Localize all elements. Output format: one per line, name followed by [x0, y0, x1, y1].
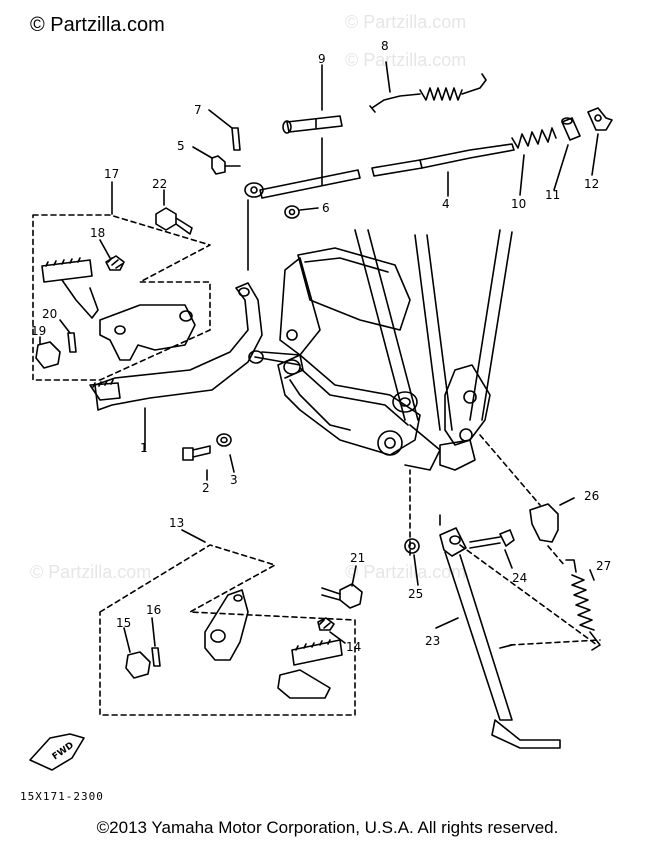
- callout-4: 4: [442, 197, 450, 211]
- fwd-arrow-icon: [29, 733, 85, 771]
- callout-10: 10: [511, 197, 526, 211]
- part-1-footrest-bar: [89, 282, 304, 451]
- left-footpeg: [41, 257, 196, 361]
- part-11-collar: [553, 117, 581, 191]
- callout-22: 22: [152, 177, 167, 191]
- callout-8: 8: [381, 39, 389, 53]
- callout-1: 1: [140, 441, 148, 455]
- callout-25: 25: [408, 587, 423, 601]
- part-27-spring: [565, 559, 601, 651]
- faint-watermark: © Partzilla.com: [345, 12, 466, 32]
- part-24-bolt: [469, 529, 515, 569]
- copyright-notice: ©2013 Yamaha Motor Corporation, U.S.A. A…: [96, 818, 559, 837]
- callout-20: 20: [42, 307, 57, 321]
- callout-21: 21: [350, 551, 365, 565]
- callout-numbers: 1 2 3 4 5 6 7 8 9 10 11 12 13 14 15 16 1…: [31, 39, 611, 654]
- callout-17: 17: [104, 167, 119, 181]
- group-17-bracket: [32, 181, 211, 381]
- part-14-clip: [317, 617, 346, 644]
- partzilla-watermark: © Partzilla.com: [30, 14, 165, 36]
- part-10-spring: [511, 127, 557, 196]
- part-12-cap: [587, 107, 613, 176]
- callout-9: 9: [318, 52, 326, 66]
- part-18-clip: [99, 239, 125, 271]
- part-21-bolt: [321, 565, 363, 609]
- callout-15: 15: [116, 616, 131, 630]
- right-footpeg: [204, 589, 343, 699]
- callout-13: 13: [169, 516, 184, 530]
- callout-16: 16: [146, 603, 161, 617]
- callout-19: 19: [31, 324, 46, 338]
- part-4-rod: [371, 143, 515, 197]
- part-23-side-stand: [435, 514, 561, 749]
- callout-14: 14: [346, 640, 361, 654]
- callout-12: 12: [584, 177, 599, 191]
- group-13-bracket: [99, 529, 356, 716]
- diagram-part-code: 15X171-2300: [20, 790, 104, 803]
- part-20-pin: [59, 319, 77, 353]
- part-15-pin: [123, 627, 151, 679]
- callout-27: 27: [596, 559, 611, 573]
- callout-26: 26: [584, 489, 599, 503]
- part-6-washer: [284, 205, 319, 219]
- callout-2: 2: [202, 481, 210, 495]
- part-22-bolt: [155, 189, 193, 235]
- part-25-nut: [404, 538, 420, 586]
- connection-lines: [409, 434, 601, 646]
- callout-5: 5: [177, 139, 185, 153]
- callout-7: 7: [194, 103, 202, 117]
- part-5-pin: [192, 146, 241, 175]
- part-9-shaft: [244, 64, 361, 271]
- part-19-pin: [35, 336, 61, 369]
- faint-watermark: © Partzilla.com: [345, 50, 466, 70]
- callout-23: 23: [425, 634, 440, 648]
- part-2-bolt: [182, 445, 211, 481]
- callout-18: 18: [90, 226, 105, 240]
- fwd-label: FWD: [51, 741, 76, 763]
- part-7-cotter-pin: [208, 109, 241, 151]
- part-8-spring: [369, 61, 487, 113]
- part-26-spring-hook: [529, 497, 575, 543]
- callout-11: 11: [545, 188, 560, 202]
- callout-24: 24: [512, 571, 527, 585]
- part-3-nut: [216, 433, 235, 473]
- faint-watermark: © Partzilla.com: [345, 562, 466, 582]
- callout-6: 6: [322, 201, 330, 215]
- faint-watermark: © Partzilla.com: [30, 562, 151, 582]
- callout-3: 3: [230, 473, 238, 487]
- frame: [277, 229, 513, 471]
- part-16-pin: [151, 617, 161, 667]
